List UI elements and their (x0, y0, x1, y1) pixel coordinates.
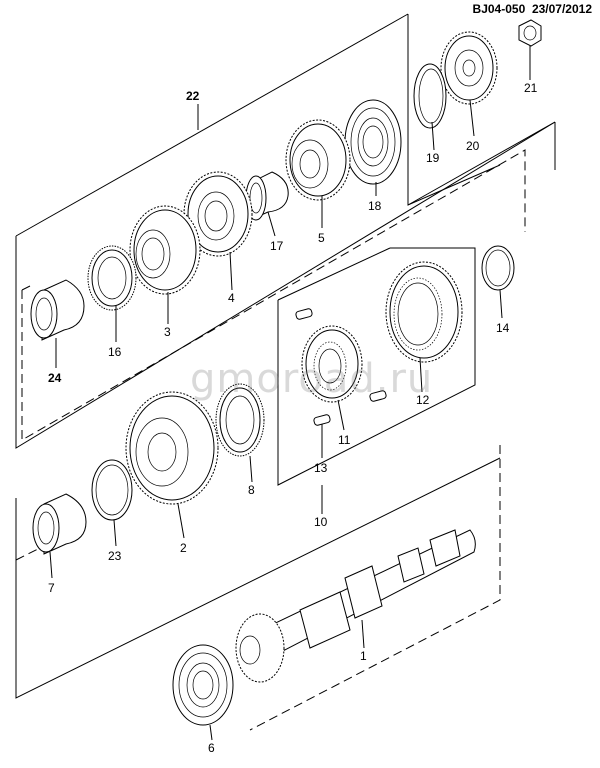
callout-23: 23 (108, 549, 122, 563)
callout-21: 21 (524, 81, 538, 95)
callout-24: 24 (48, 371, 62, 385)
callout-12: 12 (416, 393, 430, 407)
part-11-hub (301, 325, 363, 403)
part-17-bushing (245, 171, 289, 221)
leader-lines (49, 46, 531, 741)
callout-5: 5 (318, 231, 325, 245)
callout-6: 6 (208, 741, 215, 755)
callout-8: 8 (248, 483, 255, 497)
callout-2: 2 (180, 541, 187, 555)
part-20-gear (440, 31, 498, 105)
callout-11: 11 (338, 433, 351, 447)
part-6-bearing (172, 644, 234, 726)
part-21-nut (518, 19, 542, 47)
part-1-shaft (235, 529, 476, 683)
diagram-code: BJ04-050 (472, 2, 526, 16)
callout-3: 3 (164, 325, 171, 339)
part-14-ring (481, 245, 515, 291)
callout-18: 18 (368, 199, 382, 213)
callout-13: 13 (314, 461, 328, 475)
callout-10: 10 (314, 515, 328, 529)
callout-4: 4 (228, 291, 235, 305)
part-8-ring (215, 383, 265, 457)
group-outlines (15, 13, 556, 731)
part-2-gear (125, 391, 219, 505)
callout-19: 19 (426, 151, 440, 165)
callout-1: 1 (360, 649, 367, 663)
part-7-needle-bearing (32, 493, 87, 555)
part-3-gear (129, 205, 201, 295)
part-4-gear (183, 171, 253, 257)
part-5-gear (285, 119, 351, 201)
part-13-keys (295, 308, 387, 426)
callouts: 21 20 19 22 18 5 17 4 3 16 24 14 12 11 1… (48, 81, 538, 755)
callout-7: 7 (48, 581, 55, 595)
part-19-ring (413, 63, 447, 129)
diagram-date: 23/07/2012 (531, 2, 592, 16)
part-24-needle-bearing (30, 279, 85, 341)
callout-16: 16 (108, 345, 122, 359)
part-16-ring (87, 245, 137, 311)
callout-20: 20 (466, 139, 480, 153)
part-18-bearing (344, 99, 402, 185)
parts (30, 19, 542, 726)
callout-22: 22 (186, 89, 200, 103)
part-12-sleeve (385, 261, 463, 363)
callout-14: 14 (496, 321, 510, 335)
diagram-reference-code: BJ04-050 23/07/2012 (473, 2, 592, 16)
part-23-ring (91, 459, 133, 521)
callout-17: 17 (270, 239, 284, 253)
